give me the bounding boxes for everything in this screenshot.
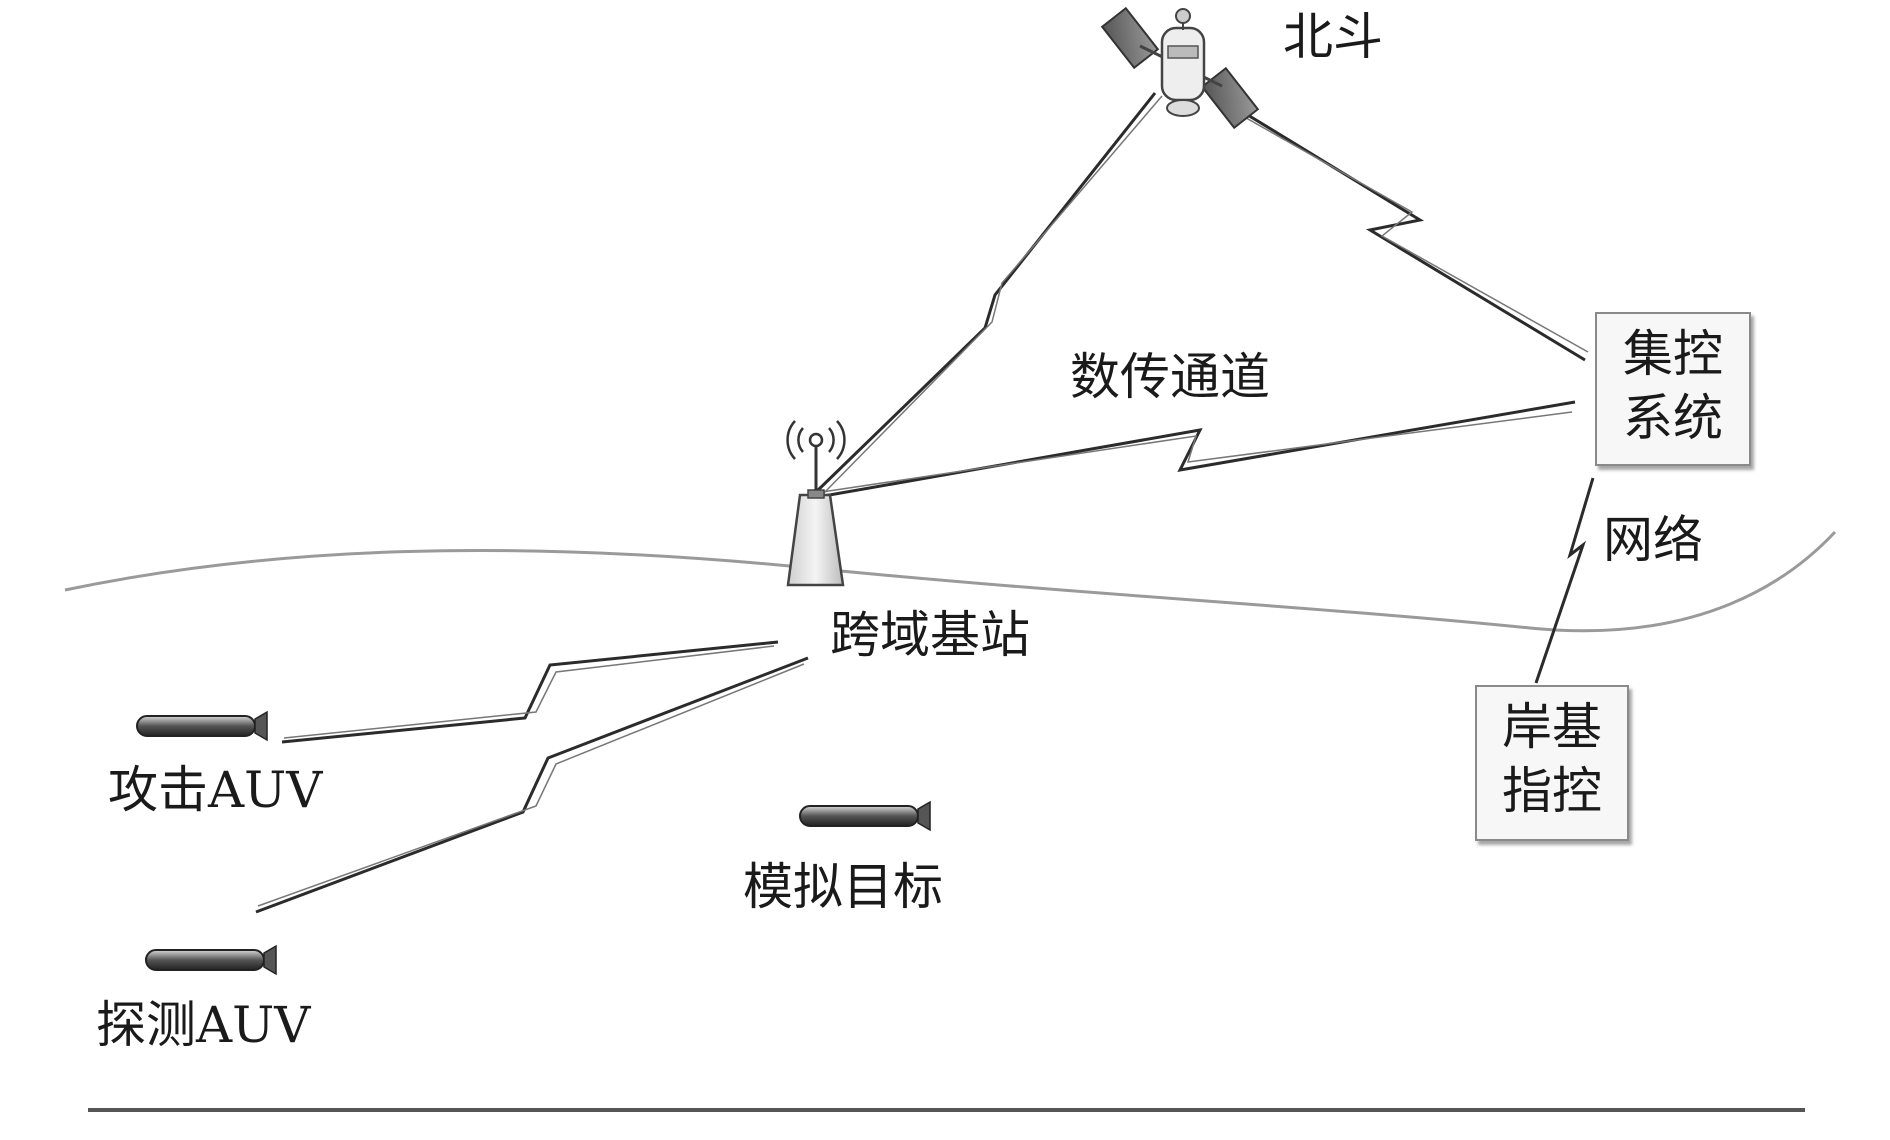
sim-target-icon — [799, 800, 931, 832]
link-network — [1534, 477, 1595, 684]
satellite-icon — [1100, 6, 1260, 130]
link-attack-auv — [281, 640, 779, 744]
sim-target-label: 模拟目标 — [743, 858, 943, 916]
control-system-line-2: 系统 — [1623, 389, 1723, 447]
shore-control-line-1: 岸基 — [1502, 698, 1602, 756]
link-satellite-control — [1214, 93, 1589, 362]
control-system-line-1: 集控 — [1623, 325, 1723, 383]
link-data-channel — [817, 400, 1576, 499]
base-station-label: 跨域基站 — [830, 606, 1030, 664]
attack-auv-label: 攻击AUV — [108, 761, 323, 819]
attack-auv-icon — [136, 710, 268, 742]
data-channel-label: 数传通道 — [1070, 348, 1270, 406]
link-detect-auv — [255, 656, 809, 914]
network-label: 网络 — [1603, 511, 1703, 569]
link-satellite-base — [813, 92, 1163, 496]
beidou-label: 北斗 — [1283, 8, 1383, 66]
shore-control-line-2: 指控 — [1502, 762, 1602, 820]
sea-surface-line — [64, 530, 1837, 633]
shore-control-box: 岸基 指控 — [1475, 685, 1629, 841]
detect-auv-label: 探测AUV — [96, 996, 311, 1054]
detect-auv-icon — [145, 944, 277, 976]
control-system-box: 集控 系统 — [1595, 312, 1751, 466]
base-station-tower-icon — [786, 420, 846, 587]
